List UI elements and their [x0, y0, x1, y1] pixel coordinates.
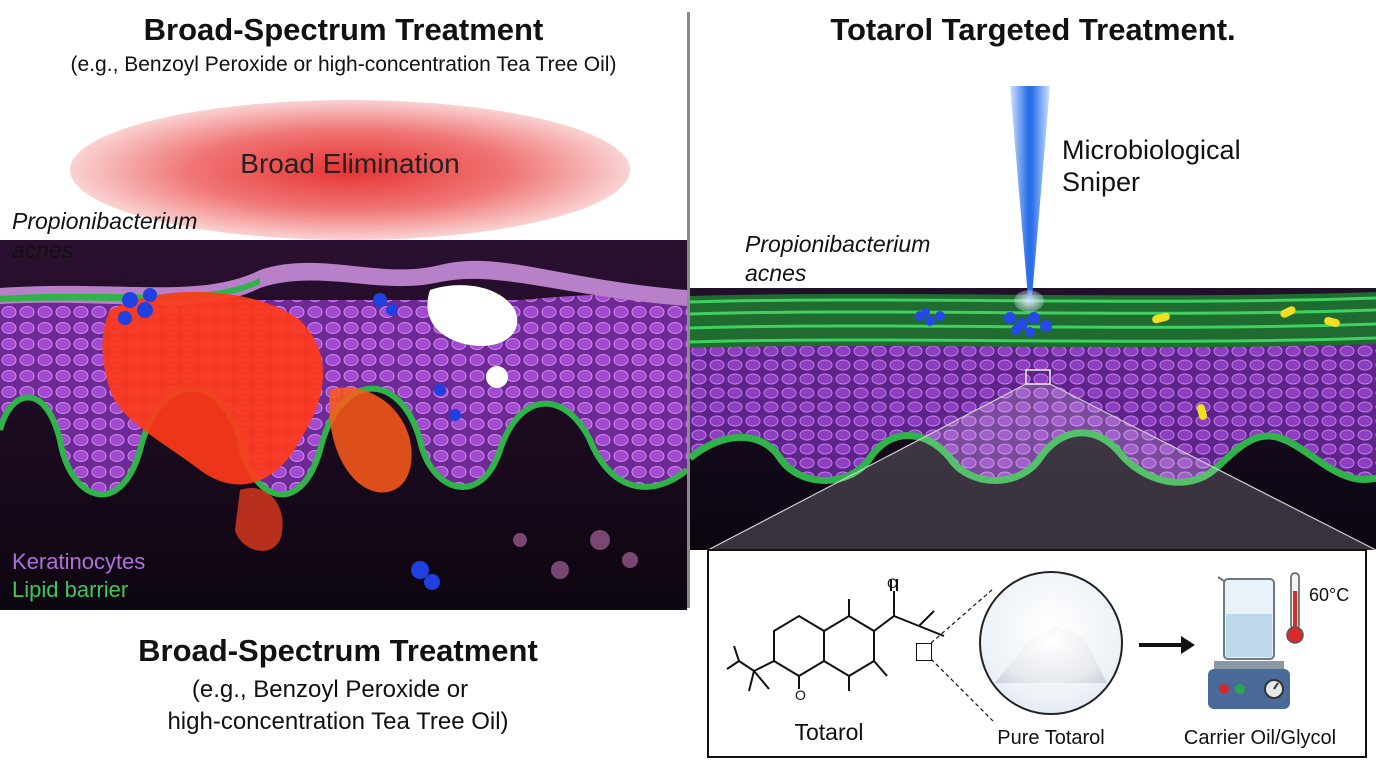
- pure-totarol-powder: [979, 571, 1123, 715]
- sniper-impact-glow: [1014, 290, 1044, 312]
- beaker-hotplate-icon: [1208, 576, 1290, 709]
- thermometer-icon: [1286, 572, 1304, 644]
- caption-totarol: Totarol: [794, 719, 864, 745]
- left-tissue-image: [0, 240, 687, 610]
- carbonyl-top-label: O: [887, 575, 898, 591]
- carbonyl-bottom-label: O: [795, 687, 806, 703]
- left-bottom-subtitle-2: high-concentration Tea Tree Oil): [167, 708, 509, 735]
- zoom-square: [916, 643, 932, 661]
- right-tissue-image: [690, 288, 1376, 550]
- right-bacteria-label: Propionibacterium acnes: [745, 231, 931, 286]
- left-bottom-title: Broad-Spectrum Treatment: [138, 633, 538, 668]
- process-arrow-icon: [1139, 636, 1195, 654]
- totarol-inset: O O 60°C Totarol Pure Totarol Carrier Oi…: [707, 549, 1367, 758]
- left-title: Broad-Spectrum Treatment: [143, 12, 544, 47]
- zoom-dashed-lines: [931, 588, 994, 722]
- temperature-label: 60°C: [1309, 585, 1350, 605]
- legend-lipid-barrier: Lipid barrier: [12, 577, 129, 602]
- right-title: Totarol Targeted Treatment.: [830, 12, 1236, 47]
- panel-divider: [687, 12, 690, 608]
- sniper-label: Microbiological Sniper: [1062, 135, 1241, 197]
- caption-pure-totarol: Pure Totarol: [997, 727, 1105, 749]
- left-subtitle: (e.g., Benzoyl Peroxide or high-concentr…: [70, 53, 617, 76]
- left-bottom-subtitle-1: (e.g., Benzoyl Peroxide or: [191, 676, 469, 703]
- sniper-beam: [1010, 86, 1050, 302]
- left-bacteria-label: Propionibacterium acnes: [12, 208, 198, 263]
- legend-keratinocytes: Keratinocytes: [12, 549, 146, 574]
- caption-carrier: Carrier Oil/Glycol: [1183, 727, 1337, 749]
- broad-elimination-label: Broad Elimination: [240, 148, 460, 179]
- totarol-molecule-structure: [726, 579, 945, 692]
- broad-elimination-cloud: [70, 100, 630, 240]
